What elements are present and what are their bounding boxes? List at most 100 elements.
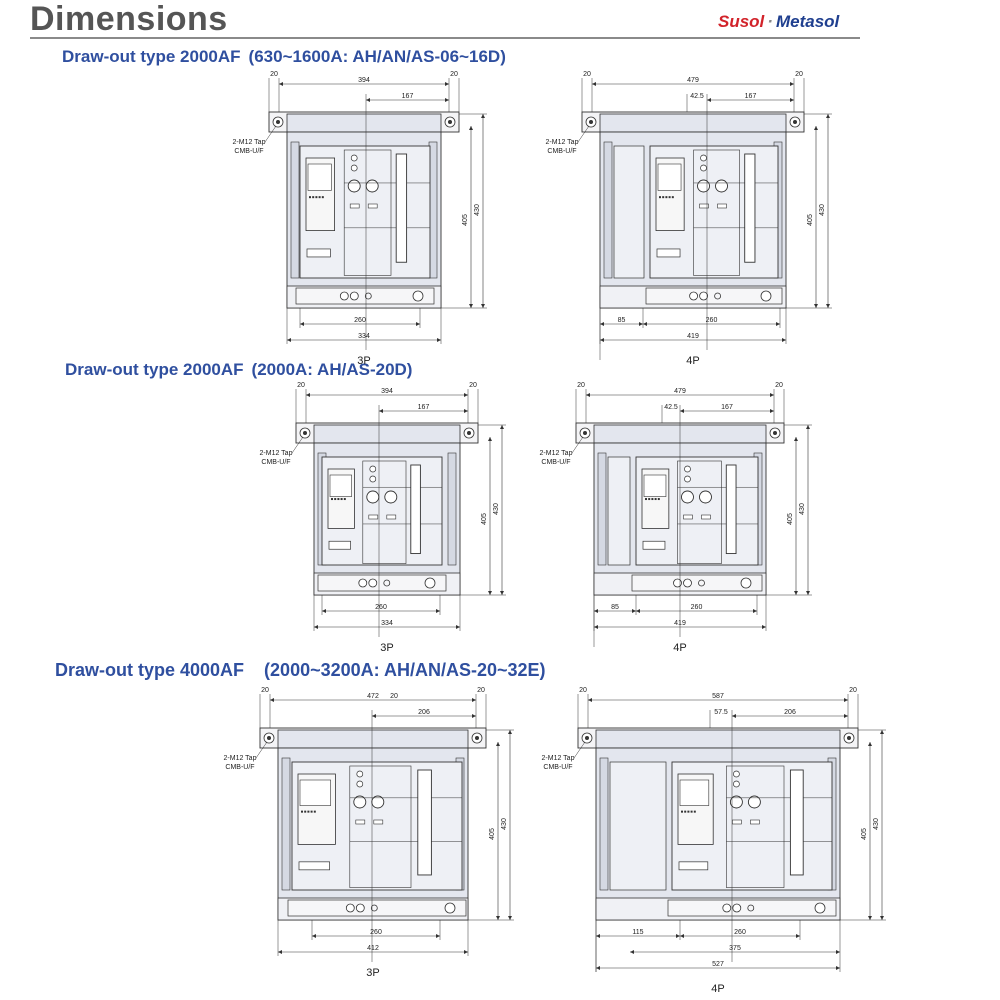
button-label	[386, 514, 397, 520]
indicator-dot	[312, 196, 315, 199]
dim-height-inner: 405	[481, 513, 488, 525]
top-bar-body	[277, 729, 469, 749]
dim-right-flange: 20	[477, 687, 485, 694]
side-rail-right	[447, 452, 457, 566]
arrow-head	[586, 393, 590, 397]
indicator-lamp	[369, 475, 377, 483]
position-indicator-icon	[747, 904, 755, 912]
indicator-dot	[668, 196, 671, 199]
charging-handle	[789, 769, 804, 876]
lock-icon	[345, 903, 355, 913]
indicator-dot	[645, 498, 647, 501]
arrow-head	[776, 322, 780, 326]
dim-total-width: 479	[674, 388, 686, 395]
control-frame	[343, 149, 392, 276]
button-label	[732, 819, 742, 825]
dim-total-width: 472	[367, 693, 379, 700]
tap-sub-label: CMB-U/F	[225, 764, 254, 771]
arrow-head	[636, 609, 640, 613]
button-label	[750, 819, 760, 825]
top-bar-body	[286, 113, 442, 133]
arrow-head	[445, 82, 449, 86]
arrow-head	[680, 409, 684, 413]
arrow-head	[436, 609, 440, 613]
lock-icon	[358, 578, 368, 588]
dim-total-width: 479	[687, 77, 699, 84]
arrow-head	[868, 916, 872, 920]
dim-left-flange: 20	[579, 687, 587, 694]
arrow-head	[880, 730, 884, 734]
arrow-head	[488, 437, 492, 441]
dim-bottom-inner: 260	[375, 604, 387, 611]
bolt-center	[585, 736, 589, 740]
dim-height-inner: 405	[807, 214, 814, 226]
arrow-head	[836, 966, 840, 970]
dim-right-flange: 20	[775, 382, 783, 389]
arrow-head	[372, 714, 376, 718]
dim-offset: 57.5	[714, 709, 728, 716]
arrow-head	[312, 934, 316, 938]
dim-height-outer: 430	[501, 818, 508, 830]
arrow-head	[464, 393, 468, 397]
dim-height-inner: 405	[462, 214, 469, 226]
arrow-head	[600, 338, 604, 342]
brand-secondary: Metasol	[775, 12, 840, 31]
dim-total-width: 394	[381, 388, 393, 395]
racking-hole-icon	[760, 290, 772, 302]
side-rail-left	[597, 452, 607, 566]
section-title-sub: (2000A: AH/AS-20D)	[251, 360, 413, 379]
indicator-lamp	[356, 770, 364, 778]
leader-line	[255, 741, 268, 759]
arrow-head	[594, 609, 598, 613]
arrow-head	[794, 437, 798, 441]
indicator-dot	[343, 498, 346, 501]
dim-bottom-outer: 527	[712, 961, 724, 968]
dim-left-flange: 20	[583, 71, 591, 78]
lock-icon	[689, 291, 698, 301]
dim-bottom-inner: 260	[354, 317, 366, 324]
arrow-head	[596, 966, 600, 970]
indicator-lamp	[700, 154, 707, 162]
arrow-head	[445, 98, 449, 102]
indicator-lamp	[684, 475, 691, 483]
button-label	[355, 819, 366, 825]
dim-half-width: 167	[418, 404, 430, 411]
dim-half-width: 167	[721, 404, 733, 411]
dim-bottom-offset: 115	[632, 929, 643, 936]
bolt-center	[303, 431, 307, 435]
position-indicator-icon	[370, 904, 378, 912]
dim-height-inner: 405	[489, 828, 496, 840]
bolt-center	[267, 736, 271, 740]
dim-bottom-offset: 85	[611, 604, 619, 611]
top-bar-body	[595, 729, 841, 749]
push-button	[353, 795, 367, 809]
brand-logo: Susol·Metasol	[718, 12, 839, 32]
control-frame	[677, 460, 722, 564]
leader-line	[577, 125, 590, 143]
arrow-head	[770, 393, 774, 397]
display-screen	[307, 163, 332, 191]
lock-icon	[683, 578, 692, 588]
label-plate	[642, 540, 666, 550]
dim-bottom-outer: 419	[674, 620, 686, 627]
push-button	[747, 795, 761, 809]
button-label	[683, 514, 693, 520]
tap-sub-label: CMB-U/F	[234, 148, 263, 155]
leader-line	[291, 436, 304, 454]
arrow-head	[782, 338, 786, 342]
dim-bottom-outer: 334	[358, 333, 370, 340]
indicator-lamp	[733, 780, 740, 788]
dim-height-outer: 430	[873, 818, 880, 830]
dim-mid: 20	[390, 693, 398, 700]
arrow-head	[500, 591, 504, 595]
arrow-head	[796, 934, 800, 938]
indicator-dot	[687, 810, 690, 813]
racking-hole-icon	[740, 577, 752, 589]
arrow-head	[270, 698, 274, 702]
indicator-dot	[301, 810, 303, 813]
arrow-head	[594, 625, 598, 629]
